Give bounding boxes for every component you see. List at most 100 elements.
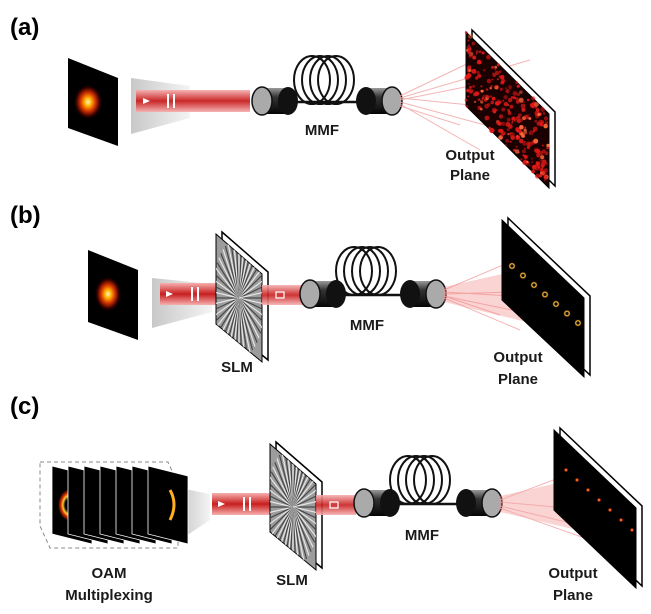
speckle-dot [539, 167, 544, 173]
speckle-dot [507, 133, 510, 136]
output-spot [563, 467, 569, 473]
slm-line [270, 488, 294, 508]
panel-a-multimode-fiber [251, 55, 403, 116]
speckle-dot [518, 129, 522, 134]
panel-c: (c) OAM Multiplexing SLM [10, 393, 643, 604]
speckle-dot [509, 132, 512, 135]
speckle-dot [506, 128, 510, 132]
speckle-dot [508, 97, 513, 103]
panel-b-fiber-label: MMF [350, 317, 384, 334]
slm-line [216, 273, 240, 299]
speckle-dot [521, 149, 526, 154]
slm-line [270, 506, 294, 538]
panel-b-output-label-line2: Plane [498, 371, 538, 388]
panel-c-tag: (c) [10, 393, 39, 420]
speckle-dot [532, 126, 538, 132]
output-spot [618, 517, 624, 523]
speckle-dot [473, 92, 477, 97]
slm-line [292, 506, 316, 532]
speckle-dot [467, 65, 472, 69]
speckle-dot [511, 122, 513, 125]
speckle-pattern [464, 31, 550, 182]
speckle-dot [524, 126, 527, 129]
speckle-dot [494, 65, 498, 69]
speckle-dot [540, 163, 545, 168]
slm-line [270, 506, 294, 526]
output-spot [629, 527, 635, 533]
slm-line [270, 506, 294, 532]
slm-line [292, 476, 316, 508]
speckle-dot [509, 104, 514, 109]
speckle-dot [497, 99, 500, 102]
speckle-dot [472, 55, 477, 60]
panel-c-output-label-line1: Output [548, 565, 597, 582]
slm-line [238, 297, 262, 305]
panel-c-input-label-line1: OAM [92, 565, 127, 582]
panel-b-output-label-line1: Output [493, 349, 542, 366]
speckle-dot [487, 103, 491, 107]
speckle-dot [531, 157, 533, 160]
slm-line [270, 506, 294, 514]
output-spot [552, 300, 560, 308]
panel-c-laser-beam-in [212, 493, 274, 515]
speckle-dot [472, 84, 476, 88]
speckle-dot [519, 124, 524, 130]
slm-line [270, 482, 294, 508]
speckle-dot [478, 50, 482, 54]
speckle-dot [468, 68, 472, 72]
slm-line [238, 273, 262, 299]
panel-c-fiber-label: MMF [405, 527, 439, 544]
slm-line [216, 267, 240, 299]
speckle-dot [536, 153, 541, 158]
panel-c-output-label-line2: Plane [553, 587, 593, 604]
slm-line [292, 506, 316, 543]
slm-line [292, 506, 316, 538]
panel-b-output-plane [501, 216, 591, 379]
panel-b-slm-label: SLM [221, 359, 253, 376]
speckle-dot [498, 70, 502, 73]
speckle-dot [471, 41, 476, 46]
panel-b-tag: (b) [10, 202, 41, 229]
speckle-dot [494, 85, 497, 88]
speckle-dot [475, 50, 479, 54]
oam-mode-plates [51, 465, 189, 545]
speckle-dot [521, 101, 523, 104]
speckle-dot [499, 75, 505, 80]
output-spot [541, 291, 549, 298]
panel-a-output-label-line2: Plane [450, 167, 490, 184]
panel-b-laser-beam-mid [262, 285, 304, 305]
oam-plate [147, 465, 189, 545]
speckle-dot [482, 94, 486, 99]
speckle-dot [486, 54, 491, 60]
speckle-dot [494, 68, 497, 71]
speckle-dot [500, 80, 505, 85]
speckle-dot [516, 84, 520, 88]
speckle-dot [484, 115, 490, 121]
panel-c-laser-beam-mid [316, 495, 356, 515]
speckle-dot [523, 154, 528, 159]
speckle-dot [512, 91, 518, 96]
speckle-dot [491, 96, 496, 101]
speckle-dot [506, 117, 511, 122]
speckle-dot [546, 146, 549, 150]
speckle-dot [479, 61, 482, 64]
speckle-dot [519, 90, 523, 94]
speckle-dot [527, 141, 533, 147]
speckle-dot [491, 65, 494, 69]
slm-line [238, 297, 262, 317]
speckle-dot [464, 31, 468, 35]
panel-c-oam-stack [39, 461, 210, 549]
speckle-dot [503, 101, 509, 107]
speckle-dot [519, 118, 523, 123]
speckle-dot [543, 175, 548, 180]
slm-line [292, 500, 316, 508]
speckle-dot [520, 158, 523, 161]
speckle-dot [466, 73, 472, 79]
speckle-dot [526, 145, 531, 150]
slm-line [238, 267, 262, 299]
speckle-dot [541, 144, 544, 147]
panel-c-multimode-fiber [353, 455, 503, 518]
panel-a-speckle-output-plane [464, 28, 556, 190]
speckle-dot [477, 74, 482, 79]
